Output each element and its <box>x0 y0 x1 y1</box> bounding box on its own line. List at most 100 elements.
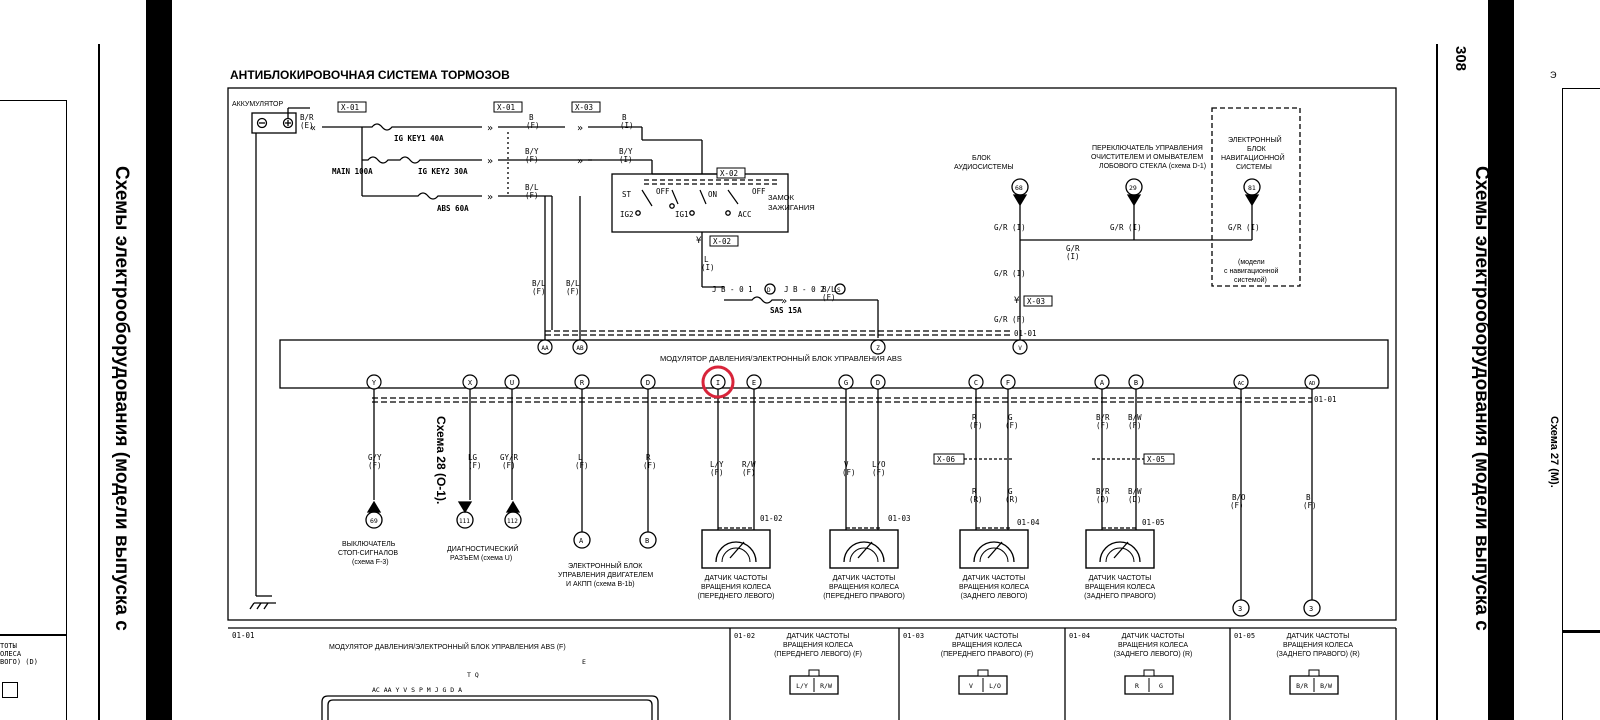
svg-text:IG KEY1 40A: IG KEY1 40A <box>394 134 444 143</box>
schematic: АНТИБЛОКИРОВОЧНАЯ СИСТЕМА ТОРМОЗОВ АККУМ… <box>227 68 1397 720</box>
svg-text:АУДИОСИСТЕМЫ: АУДИОСИСТЕМЫ <box>954 164 1014 171</box>
svg-text:AB: AB <box>576 345 584 352</box>
svg-text:(I): (I) <box>619 155 633 164</box>
svg-text:с навигационной: с навигационной <box>1224 267 1279 275</box>
svg-text:»: » <box>577 123 583 134</box>
svg-text:(I): (I) <box>1066 252 1080 261</box>
svg-text:Y: Y <box>372 379 377 387</box>
svg-text:01-01: 01-01 <box>232 631 255 640</box>
svg-text:(F): (F) <box>368 461 382 470</box>
svg-text:ДАТЧИК ЧАСТОТЫ: ДАТЧИК ЧАСТОТЫ <box>1122 633 1185 640</box>
svg-text:ВРАЩЕНИЯ КОЛЕСА: ВРАЩЕНИЯ КОЛЕСА <box>783 642 853 649</box>
svg-text:ДАТЧИК ЧАСТОТЫ: ДАТЧИК ЧАСТОТЫ <box>1287 633 1350 640</box>
svg-text:X-02: X-02 <box>720 169 738 178</box>
svg-text:01-01: 01-01 <box>1314 395 1337 404</box>
svg-text:V: V <box>1018 345 1022 352</box>
module-pin: U <box>504 374 520 500</box>
svg-text:G: G <box>1159 682 1163 690</box>
svg-text:R: R <box>972 487 977 496</box>
svg-text:111: 111 <box>459 518 470 525</box>
svg-text:J B - 0 2: J B - 0 2 <box>784 285 825 294</box>
svg-text:И АКПП (схема B-1b): И АКПП (схема B-1b) <box>566 581 635 588</box>
svg-text:G/R (I): G/R (I) <box>994 223 1026 232</box>
module-pin: E <box>746 374 762 530</box>
svg-text:ДАТЧИК ЧАСТОТЫ: ДАТЧИК ЧАСТОТЫ <box>787 633 850 640</box>
svg-text:B/Y: B/Y <box>525 147 539 156</box>
module-pin: R <box>574 374 590 532</box>
svg-text:ЭЛЕКТРОННЫЙ: ЭЛЕКТРОННЫЙ <box>1228 135 1282 144</box>
svg-text:(F): (F) <box>526 121 540 130</box>
svg-text:(ЗАДНЕГО ЛЕВОГО): (ЗАДНЕГО ЛЕВОГО) <box>960 593 1027 600</box>
svg-text:ВРАЩЕНИЯ КОЛЕСА: ВРАЩЕНИЯ КОЛЕСА <box>959 584 1029 591</box>
svg-text:B/L: B/L <box>566 279 580 288</box>
svg-text:B: B <box>622 113 627 122</box>
left-side-title: Схемы электрооборудования (модели выпуск… <box>111 166 132 631</box>
module-pin: X <box>462 374 478 500</box>
svg-text:ВРАЩЕНИЯ КОЛЕСА: ВРАЩЕНИЯ КОЛЕСА <box>1085 584 1155 591</box>
svg-text:ВРАЩЕНИЯ КОЛЕСА: ВРАЩЕНИЯ КОЛЕСА <box>1283 642 1353 649</box>
svg-text:L/O: L/O <box>872 460 886 469</box>
svg-text:B/R: B/R <box>1096 413 1110 422</box>
svg-text:(F): (F) <box>643 461 657 470</box>
module-pin: F <box>1000 374 1016 530</box>
svg-text:НАВИГАЦИОННОЙ: НАВИГАЦИОННОЙ <box>1221 153 1285 162</box>
svg-text:B: B <box>1134 379 1138 387</box>
svg-text:ВРАЩЕНИЯ КОЛЕСА: ВРАЩЕНИЯ КОЛЕСА <box>1118 642 1188 649</box>
svg-text:X-05: X-05 <box>1147 455 1165 464</box>
svg-text:»: » <box>781 296 787 307</box>
svg-text:C: C <box>974 379 978 387</box>
module-pin: AC <box>1233 374 1249 600</box>
svg-text:E: E <box>752 379 756 387</box>
svg-text:D: D <box>767 287 771 294</box>
svg-text:ДАТЧИК ЧАСТОТЫ: ДАТЧИК ЧАСТОТЫ <box>833 575 896 582</box>
svg-text:»: » <box>577 156 583 167</box>
svg-text:(F): (F) <box>1230 501 1244 510</box>
svg-text:(ПЕРЕДНЕГО ПРАВОГО): (ПЕРЕДНЕГО ПРАВОГО) <box>823 593 905 600</box>
svg-text:(F): (F) <box>532 287 546 296</box>
svg-text:(ЗАДНЕГО ПРАВОГО) (R): (ЗАДНЕГО ПРАВОГО) (R) <box>1276 651 1359 658</box>
svg-text:ДАТЧИК ЧАСТОТЫ: ДАТЧИК ЧАСТОТЫ <box>963 575 1026 582</box>
svg-text:LG: LG <box>468 453 478 462</box>
svg-text:ST: ST <box>622 190 632 199</box>
svg-text:(ЗАДНЕГО ПРАВОГО): (ЗАДНЕГО ПРАВОГО) <box>1084 593 1156 600</box>
svg-text:(F): (F) <box>525 191 539 200</box>
svg-text:»: » <box>487 123 493 134</box>
module-pin: AB <box>572 339 588 355</box>
svg-text:(D): (D) <box>1096 495 1110 504</box>
svg-text:(схема F-3): (схема F-3) <box>352 559 389 566</box>
svg-text:(F): (F) <box>1096 421 1110 430</box>
svg-text:ЗАЖИГАНИЯ: ЗАЖИГАНИЯ <box>768 203 815 212</box>
svg-text:X-03: X-03 <box>575 103 593 112</box>
left-page: ТОТЫ ОЛЕСА ВОГО) (D) Схемы электрооборуд… <box>0 0 146 720</box>
svg-text:ВРАЩЕНИЯ КОЛЕСА: ВРАЩЕНИЯ КОЛЕСА <box>701 584 771 591</box>
svg-text:B: B <box>1306 493 1311 502</box>
svg-text:ДАТЧИК ЧАСТОТЫ: ДАТЧИК ЧАСТОТЫ <box>956 633 1019 640</box>
svg-text:R/W: R/W <box>742 460 756 469</box>
connector-icon <box>2 682 18 698</box>
svg-text:J B - 0 1: J B - 0 1 <box>712 285 753 294</box>
svg-text:GY/R: GY/R <box>500 453 519 462</box>
svg-text:AD: AD <box>1309 381 1316 387</box>
svg-text:«: « <box>310 123 316 134</box>
svg-text:B/R: B/R <box>300 113 314 122</box>
svg-text:¥: ¥ <box>696 236 702 246</box>
svg-text:(ЗАДНЕГО ЛЕВОГО) (R): (ЗАДНЕГО ЛЕВОГО) (R) <box>1114 651 1193 658</box>
svg-text:ABS 60A: ABS 60A <box>437 204 469 213</box>
wheel-speed-sensor: ДАТЧИК ЧАСТОТЫ ВРАЩЕНИЯ КОЛЕСА (ЗАДНЕГО ЛЕ… <box>959 527 1029 600</box>
svg-text:81: 81 <box>1248 184 1256 192</box>
svg-text:G/R (I): G/R (I) <box>994 269 1026 278</box>
svg-text:L/Y: L/Y <box>796 682 808 690</box>
svg-text:A: A <box>1100 379 1105 387</box>
svg-text:MAIN 100A: MAIN 100A <box>332 167 373 176</box>
svg-text:S: S <box>837 287 841 294</box>
svg-text:ЛОБОВОГО СТЕКЛА (схема D-1): ЛОБОВОГО СТЕКЛА (схема D-1) <box>1099 163 1206 170</box>
battery-label: АККУМУЛЯТОР <box>232 101 283 108</box>
svg-text:B/W: B/W <box>1320 682 1332 690</box>
module-pin: D <box>870 374 886 530</box>
left-page-frame <box>0 100 67 720</box>
svg-text:(F): (F) <box>1005 421 1019 430</box>
svg-text:БЛОК: БЛОК <box>1247 146 1267 153</box>
svg-text:ДАТЧИК ЧАСТОТЫ: ДАТЧИК ЧАСТОТЫ <box>705 575 768 582</box>
svg-text:»: » <box>487 192 493 203</box>
